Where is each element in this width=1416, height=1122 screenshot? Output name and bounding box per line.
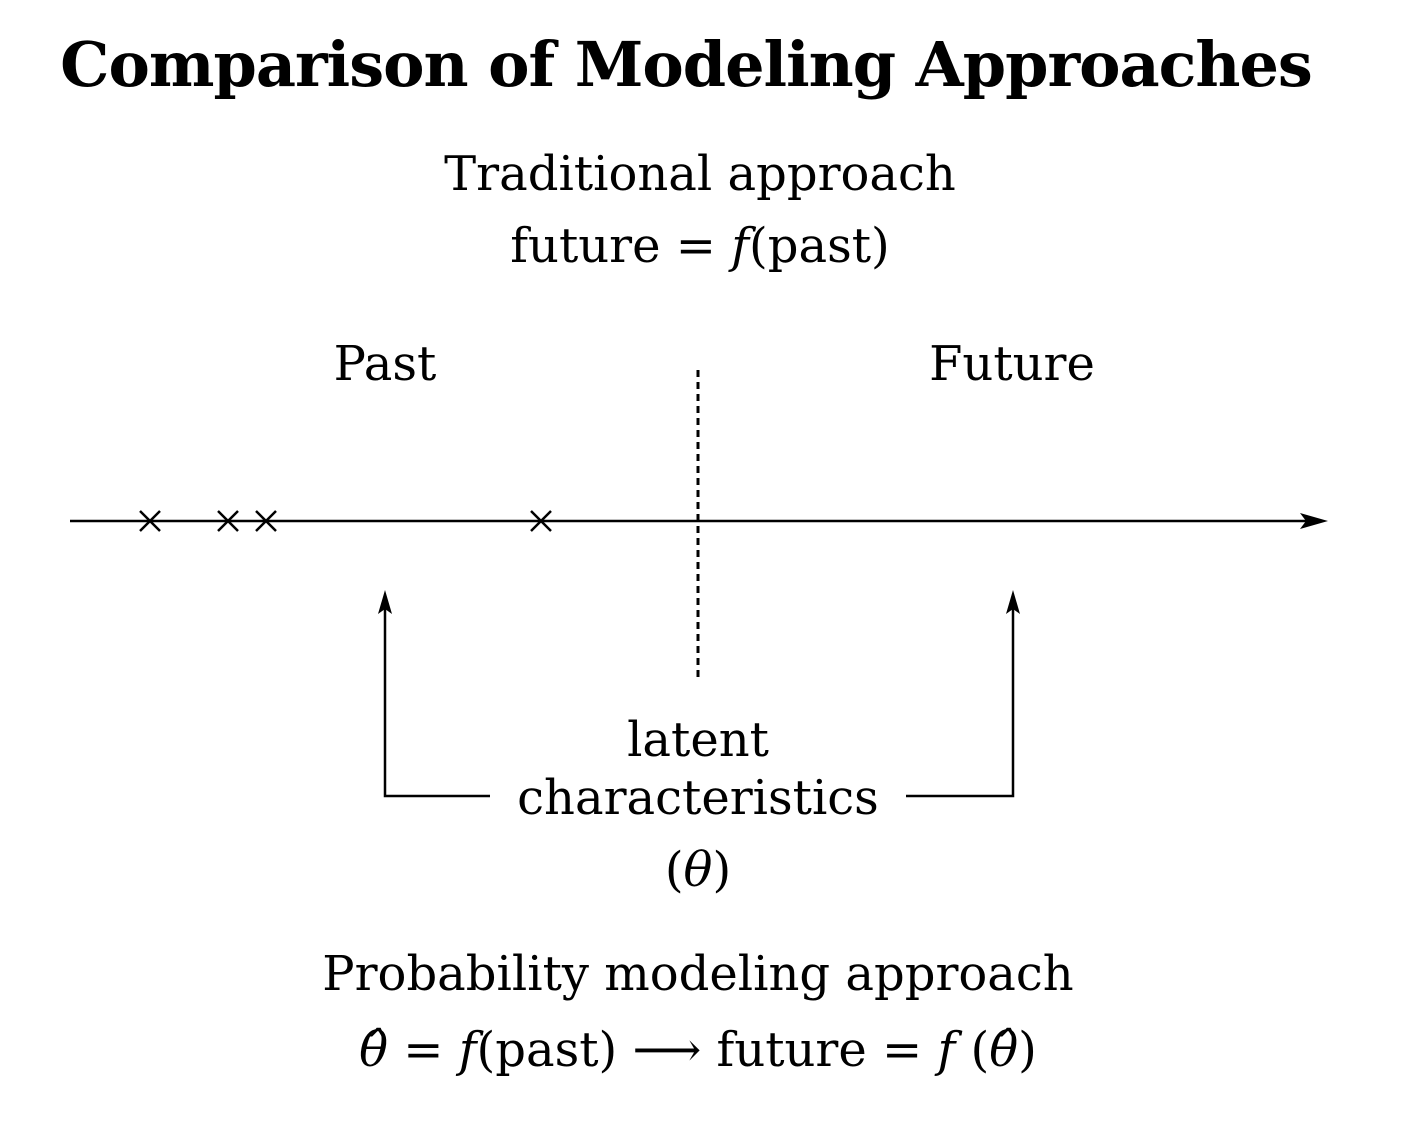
theta-close-paren: ) xyxy=(712,842,732,898)
future-label: Future xyxy=(929,336,1095,392)
observation-marker-2 xyxy=(217,510,239,532)
observation-marker-4 xyxy=(530,510,552,532)
traditional-approach-label: Traditional approach xyxy=(444,146,956,202)
latent-to-past-arrow xyxy=(383,605,490,798)
probability-approach-label: Probability modeling approach xyxy=(322,946,1074,1002)
theta-symbol: θ xyxy=(683,842,713,898)
prob-eq-f2: f xyxy=(937,1022,956,1078)
latent-label-line1: latent xyxy=(627,712,769,768)
prob-eq-arg2-open: ( xyxy=(955,1022,990,1078)
latent-to-past-arrowhead xyxy=(378,590,392,614)
prob-eq-arg2-close: ) xyxy=(1018,1022,1037,1078)
diagram-title: Comparison of Modeling Approaches xyxy=(60,28,1313,101)
prob-eq-equals: = xyxy=(388,1022,459,1078)
traditional-eq-arg: (past) xyxy=(749,218,890,274)
observation-marker-1 xyxy=(139,510,161,532)
time-axis-arrowhead xyxy=(1300,513,1328,529)
past-label: Past xyxy=(333,336,437,392)
traditional-eq-lhs: future = xyxy=(510,218,732,274)
latent-theta-symbol: (θ) xyxy=(598,846,798,894)
traditional-equation: future = f(past) xyxy=(300,222,1100,270)
latent-to-future-arrowhead xyxy=(1006,590,1020,614)
latent-label-line2: characteristics xyxy=(517,770,879,826)
observation-marker-3 xyxy=(255,510,277,532)
theta-hat: θ̂ xyxy=(359,1022,388,1078)
prob-eq-arrow: ⟶ xyxy=(617,1022,717,1078)
prob-eq-arg2-theta-hat: θ̂ xyxy=(989,1022,1019,1078)
theta-open-paren: ( xyxy=(664,842,684,898)
latent-to-future-arrow xyxy=(906,605,1015,798)
traditional-eq-f: f xyxy=(731,218,749,274)
probability-equation: θ̂ = f(past) ⟶ future = f (θ̂) xyxy=(198,1026,1198,1074)
prob-eq-f1: f xyxy=(458,1022,477,1078)
prob-eq-future: future = xyxy=(716,1022,938,1078)
prob-eq-arg1: (past) xyxy=(476,1022,618,1078)
